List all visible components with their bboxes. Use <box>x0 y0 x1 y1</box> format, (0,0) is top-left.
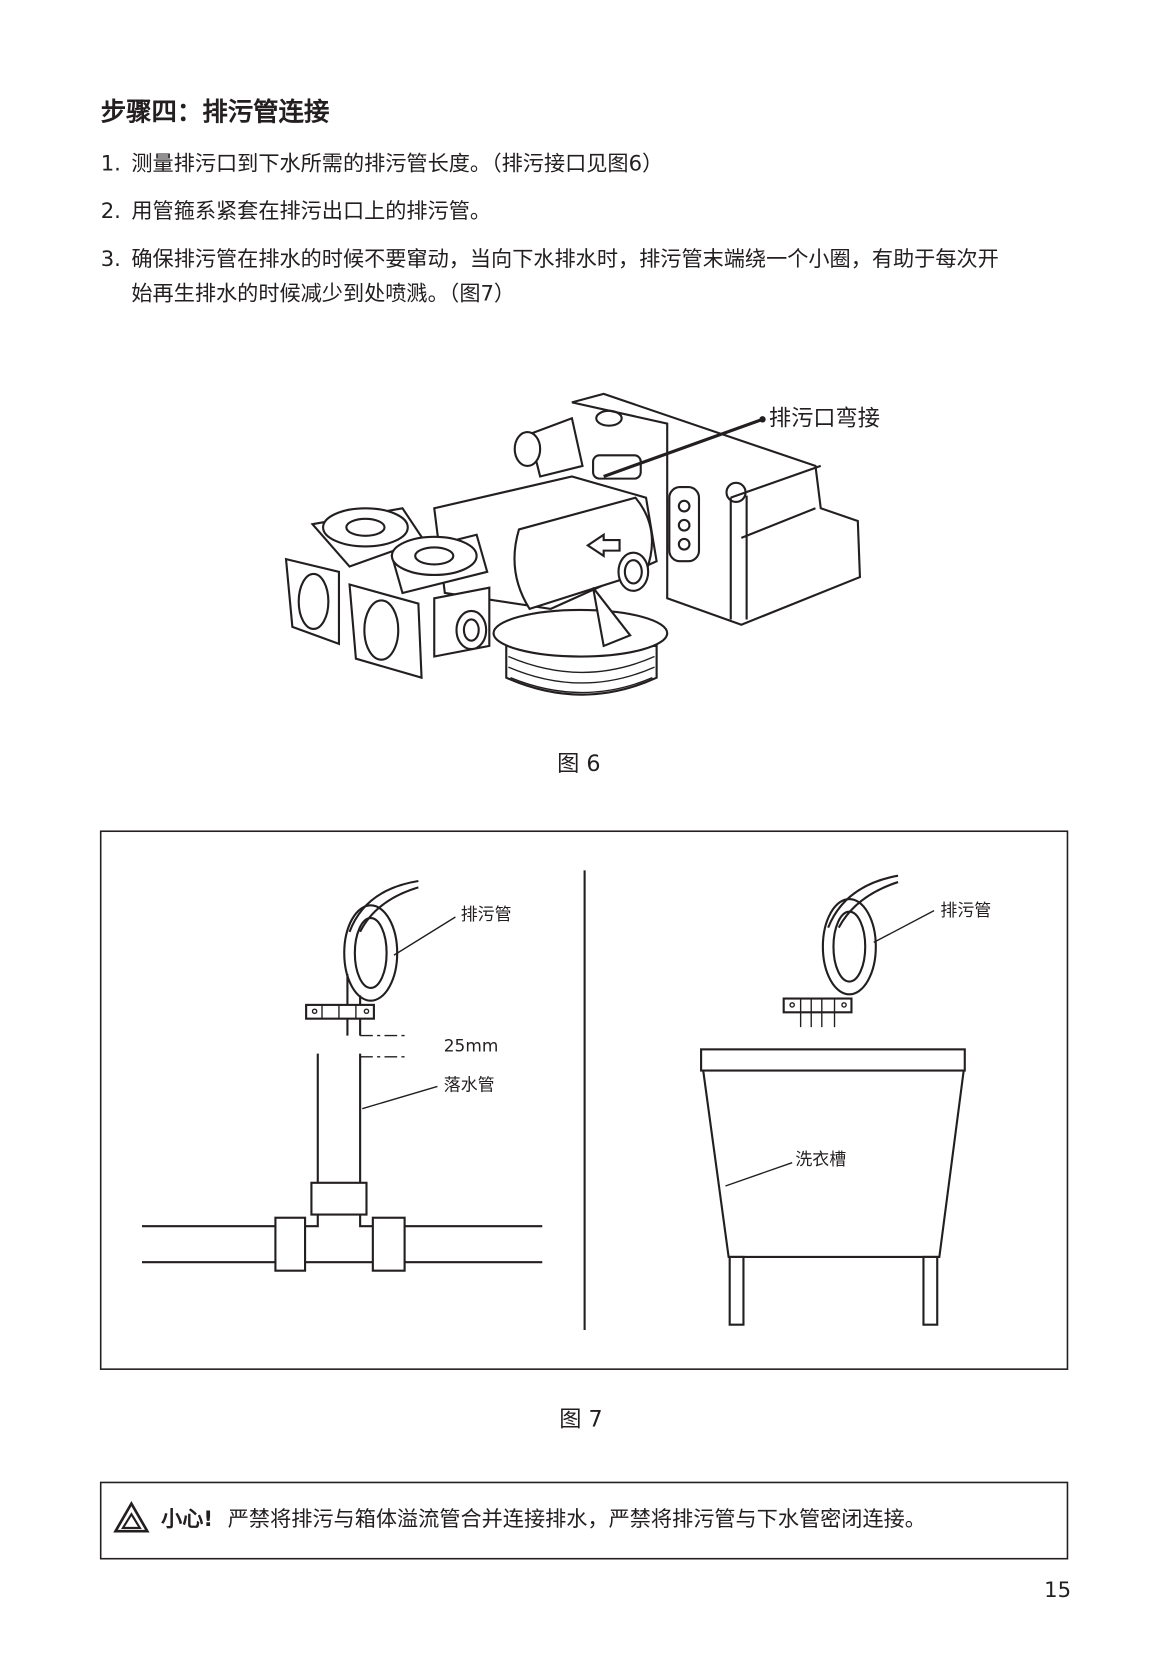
figure7-frame <box>99 830 1069 1370</box>
step-text: 始再生排水的时候减少到处喷溅。（图7） <box>131 281 515 306</box>
step-number: 3. <box>101 246 121 271</box>
laundry-tub-label: 洗衣槽 <box>795 1149 846 1169</box>
caution-label: 小心! <box>161 1506 213 1531</box>
step-number: 2. <box>101 198 121 223</box>
drain-pipe-label: 落水管 <box>444 1075 495 1095</box>
page-number: 15 <box>1044 1577 1071 1602</box>
step-number: 1. <box>101 150 121 175</box>
step-text: 确保排污管在排水的时候不要窜动，当向下水排水时，排污管末端绕一个小圈，有助于每次… <box>131 246 998 271</box>
drain-elbow-callout: 排污口弯接 <box>769 406 880 432</box>
step-text: 测量排污口到下水所需的排污管长度。（排污接口见图6） <box>131 150 663 175</box>
figure6-caption: 图 6 <box>557 751 600 777</box>
drain-hose-label: 排污管 <box>461 904 512 924</box>
caution-box <box>99 1481 1069 1560</box>
step-text: 用管箍系紧套在排污出口上的排污管。 <box>131 198 491 223</box>
laundry-tub-diagram <box>700 874 966 1326</box>
gap-25mm-label: 25mm <box>444 1035 499 1055</box>
figure7-caption: 图 7 <box>559 1406 602 1432</box>
drain-hose-label: 排污管 <box>940 900 991 920</box>
control-valve-illustration <box>284 392 862 696</box>
caution-text: 严禁将排污与箱体溢流管合并连接排水，严禁将排污管与下水管密闭连接。 <box>228 1506 926 1531</box>
floor-drain-diagram <box>141 879 543 1272</box>
step-list: 1. 测量排污口到下水所需的排污管长度。（排污接口见图6） 2. 用管箍系紧套在… <box>101 150 999 305</box>
callout-leader-line <box>603 417 764 478</box>
section-heading: 步骤四：排污管连接 <box>101 97 330 127</box>
warning-triangle-icon <box>113 1500 150 1533</box>
